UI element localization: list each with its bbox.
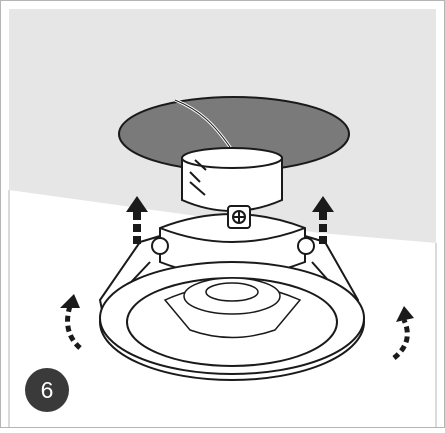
rotate-arrow-right-icon — [392, 306, 414, 360]
driver-top — [181, 147, 283, 169]
lens — [205, 282, 259, 302]
clip-hinge-left — [151, 237, 169, 255]
push-up-arrow-left-icon — [126, 196, 148, 244]
rotate-arrow-left-icon — [60, 294, 82, 350]
screw-slot — [234, 212, 244, 222]
step-number: 6 — [40, 376, 54, 403]
push-up-arrow-right-icon — [312, 196, 334, 244]
housing-ring-lip — [159, 227, 306, 243]
cable-outline — [174, 99, 233, 151]
clip-hinge-right — [297, 237, 315, 255]
driver-vents — [189, 159, 207, 196]
step-number-badge: 6 — [25, 368, 69, 412]
